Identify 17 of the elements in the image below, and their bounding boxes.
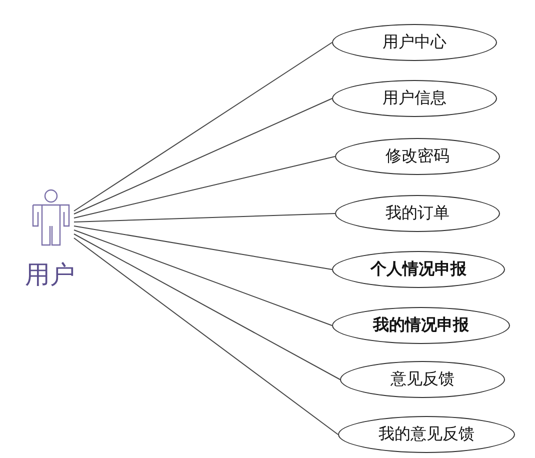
association-line	[74, 156, 336, 218]
association-line	[74, 238, 338, 435]
use-case-ellipse: 意见反馈	[340, 361, 505, 398]
association-line	[74, 226, 332, 270]
association-line	[74, 213, 336, 222]
association-line	[74, 42, 332, 212]
use-case-ellipse: 修改密码	[335, 138, 500, 175]
use-case-ellipse: 我的订单	[335, 195, 500, 232]
use-case-ellipse: 我的意见反馈	[338, 416, 515, 453]
use-case-ellipse: 用户中心	[332, 24, 497, 61]
association-line	[74, 98, 332, 214]
association-line	[74, 234, 340, 380]
use-case-ellipse: 个人情况申报	[332, 251, 505, 288]
actor-label: 用户	[24, 260, 76, 290]
use-case-ellipse: 我的情况申报	[332, 307, 510, 344]
association-line	[74, 230, 332, 326]
use-case-ellipse: 用户信息	[332, 80, 497, 117]
